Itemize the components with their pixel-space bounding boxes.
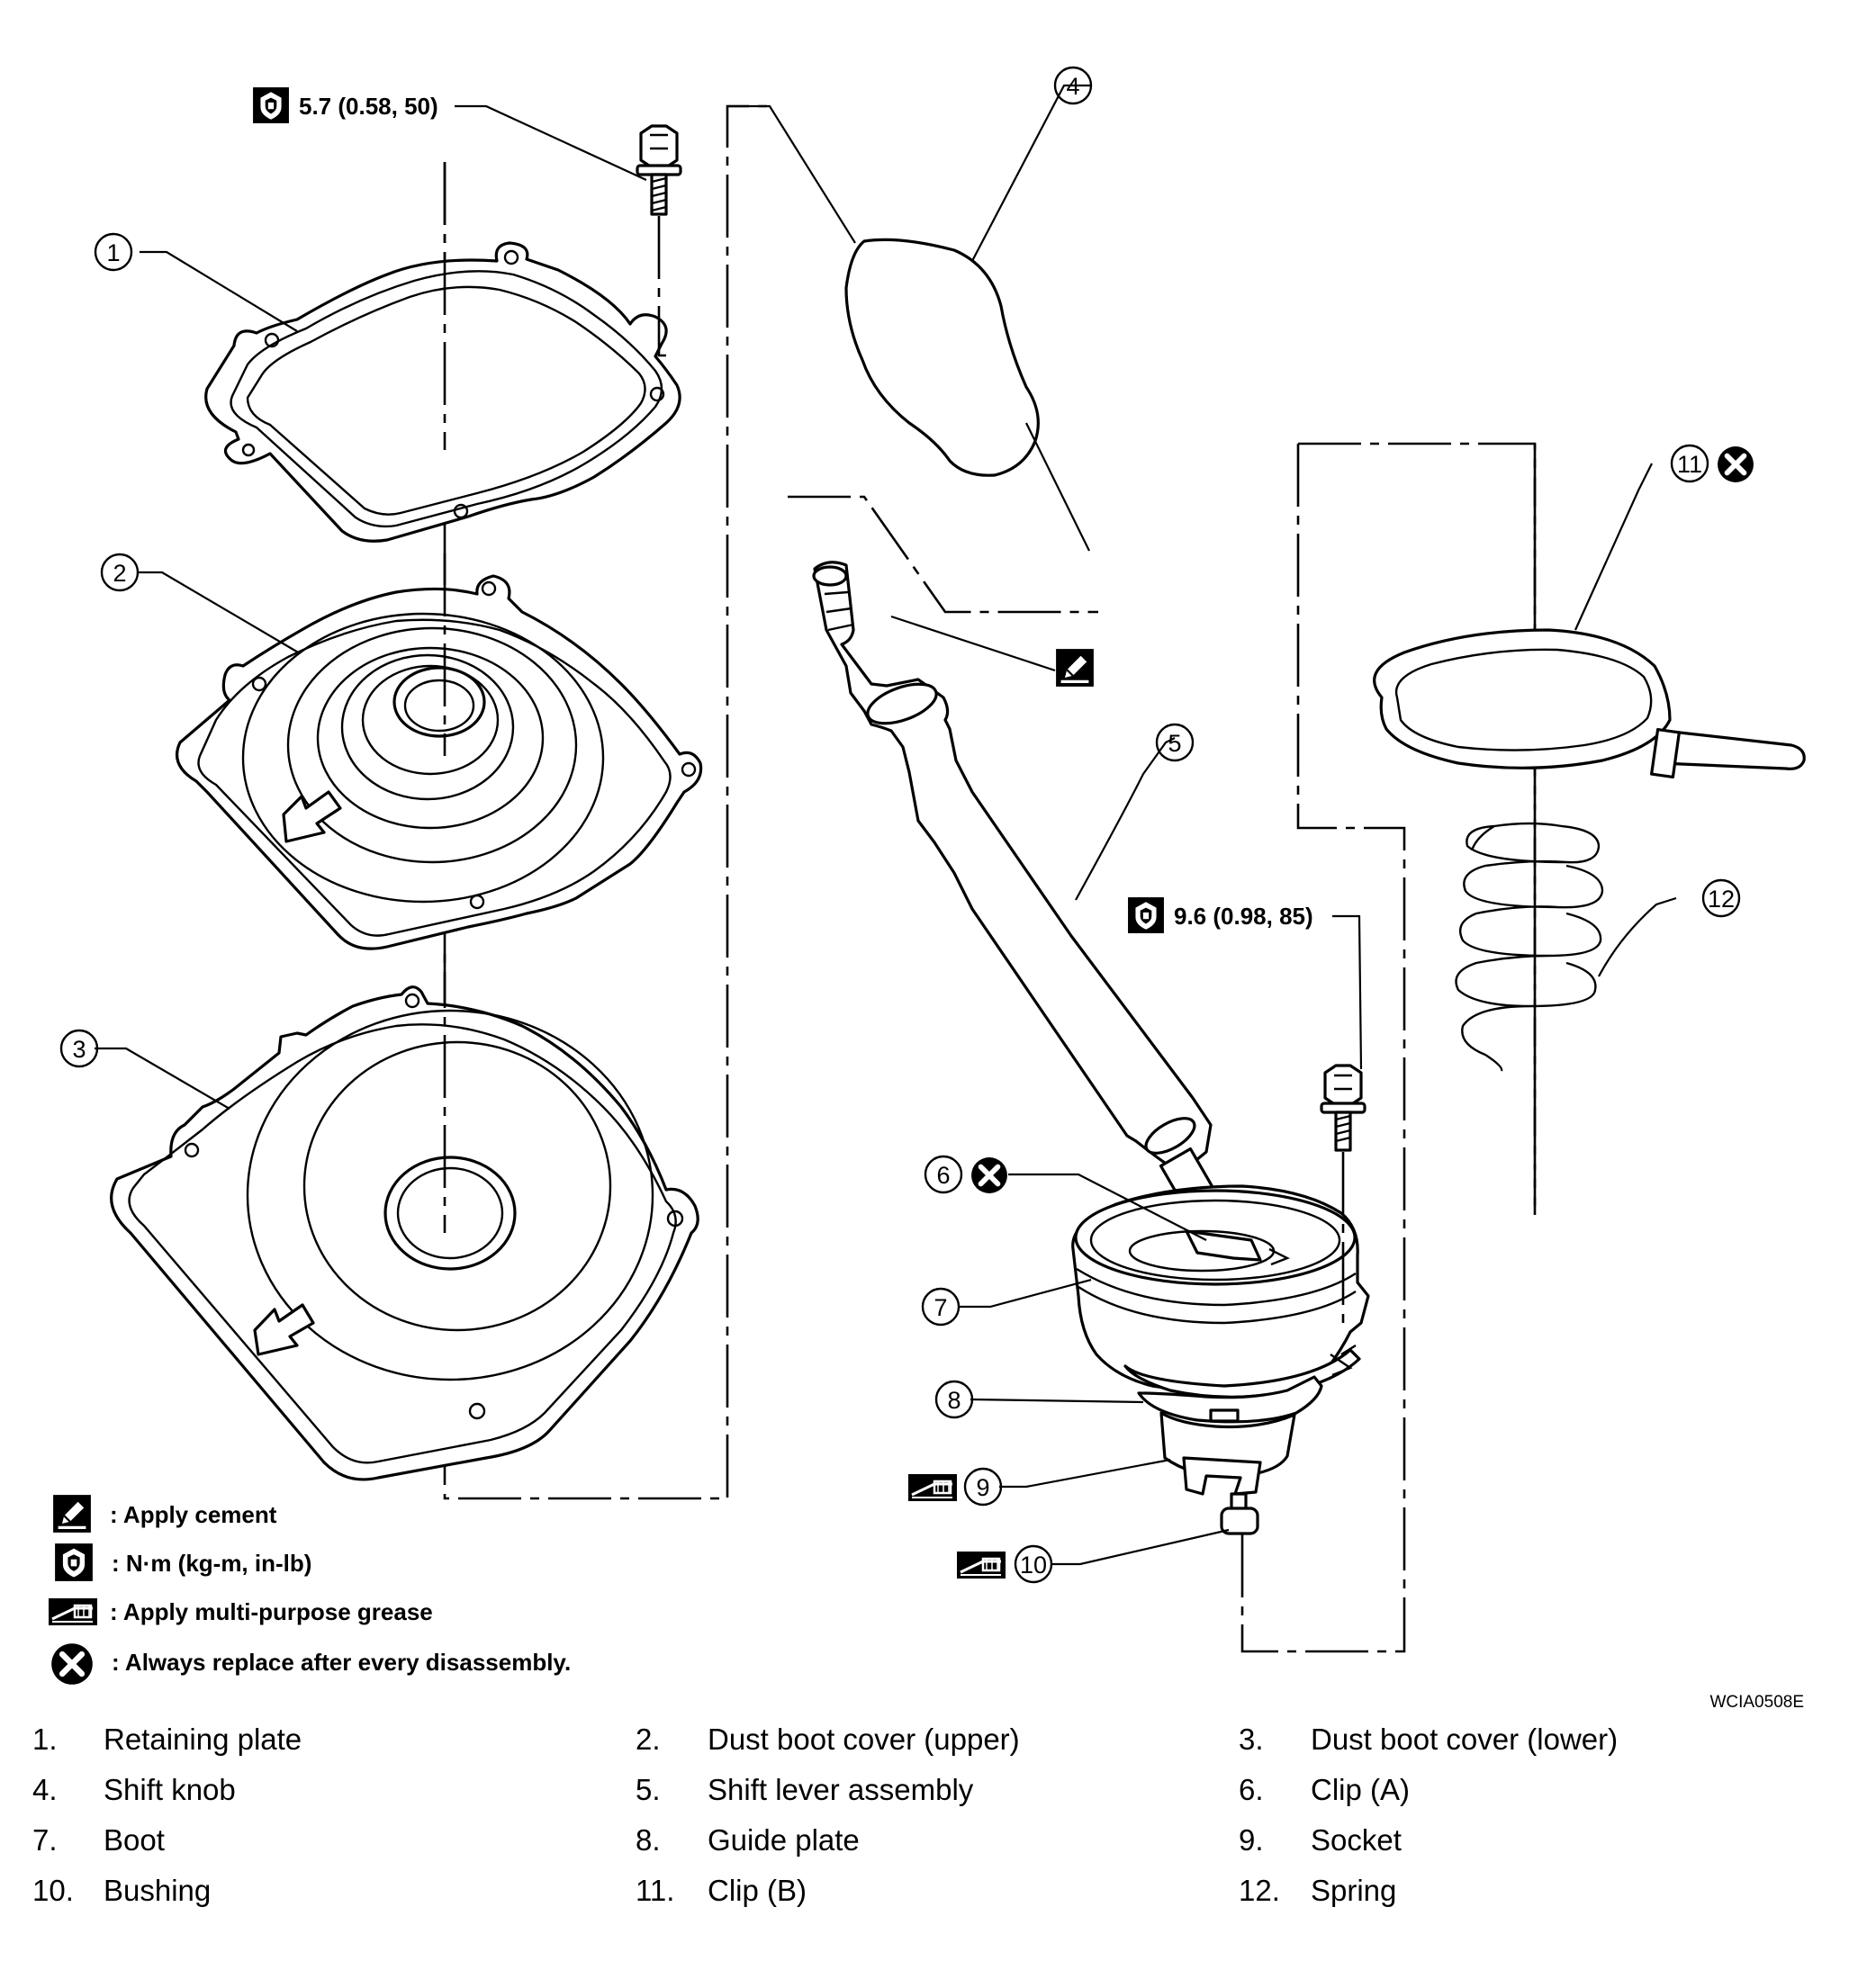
svg-text:11: 11 — [1677, 451, 1702, 478]
boot — [1071, 1184, 1370, 1394]
callout-5: 5 — [1155, 723, 1195, 762]
centerline-right — [1240, 442, 1537, 1653]
bushing — [1220, 1492, 1259, 1535]
torque-wrench-icon — [1128, 897, 1164, 933]
svg-text:6: 6 — [936, 1162, 950, 1189]
figure-code: WCIA0508E — [1709, 1693, 1804, 1712]
guide-plate — [1123, 1344, 1361, 1424]
dust-boot-cover-upper — [176, 574, 703, 950]
callout-11: 11 — [1670, 444, 1709, 483]
callout-10: 10 — [1014, 1544, 1053, 1584]
svg-text:4: 4 — [1066, 73, 1079, 100]
svg-text:1: 1 — [106, 239, 120, 266]
legend-row: 1.Retaining plate 2.Dust boot cover (upp… — [32, 1723, 1619, 1756]
shift-knob — [727, 104, 1090, 552]
key-grease: : Apply multi-purpose grease — [110, 1598, 433, 1625]
svg-text:2: 2 — [113, 560, 126, 587]
key-torque-units: : N·m (kg-m, in-lb) — [112, 1550, 311, 1577]
callout-2: 2 — [100, 553, 140, 592]
bolt-guide-plate — [1320, 1064, 1366, 1323]
torque-wrench-icon — [55, 1543, 93, 1581]
clip-b — [1373, 463, 1806, 779]
apply-cement-icon — [52, 1494, 92, 1534]
torque-spec-retaining-plate: 5.7 (0.58, 50) — [299, 93, 438, 120]
retaining-plate — [204, 241, 681, 543]
callout-3: 3 — [59, 1029, 99, 1068]
torque-wrench-icon — [253, 87, 289, 123]
svg-text:9: 9 — [976, 1474, 989, 1501]
apply-cement-icon — [1055, 648, 1095, 688]
grease-icon — [47, 1597, 99, 1626]
symbol-key: : Apply cement : N·m (kg-m, in-lb) : App… — [47, 1494, 571, 1685]
legend-row: 7.Boot 8.Guide plate 9.Socket — [32, 1823, 1402, 1857]
svg-text:8: 8 — [947, 1387, 961, 1414]
parts-legend: 1.Retaining plate 2.Dust boot cover (upp… — [0, 1714, 1849, 1930]
socket — [1159, 1411, 1296, 1496]
bolt-retaining-plate — [636, 124, 682, 357]
callout-6: 6 — [924, 1155, 963, 1194]
callout-1: 1 — [94, 232, 133, 272]
svg-text:10: 10 — [1020, 1552, 1047, 1579]
legend-row: 4.Shift knob 5.Shift lever assembly 6.Cl… — [32, 1773, 1411, 1806]
exploded-view-diagram: 5.7 (0.58, 50) — [47, 66, 1806, 1712]
key-always-replace: : Always replace after every disassembly… — [112, 1649, 571, 1676]
replace-x-icon — [51, 1643, 93, 1685]
replace-x-icon — [1718, 446, 1754, 482]
grease-icon — [907, 1473, 958, 1502]
grease-icon — [956, 1551, 1006, 1579]
spring — [1455, 822, 1677, 1072]
torque-spec-guide-plate: 9.6 (0.98, 85) — [1174, 903, 1313, 930]
callout-7: 7 — [921, 1287, 961, 1327]
svg-text:12: 12 — [1708, 886, 1735, 913]
legend-row: 10.Bushing 11.Clip (B) 12.Spring — [32, 1874, 1397, 1907]
shift-lever-assembly — [788, 495, 1240, 1225]
callout-9: 9 — [963, 1467, 1003, 1507]
svg-text:7: 7 — [934, 1294, 947, 1321]
arrow-mark-lower — [253, 1303, 315, 1356]
dust-boot-cover-lower — [110, 985, 699, 1481]
svg-text:3: 3 — [72, 1036, 86, 1063]
svg-text:5: 5 — [1168, 730, 1181, 757]
arrow-mark-upper — [282, 790, 342, 843]
callout-12: 12 — [1701, 878, 1741, 918]
callout-8: 8 — [934, 1380, 974, 1419]
callout-4: 4 — [1053, 66, 1093, 105]
replace-x-icon — [971, 1157, 1007, 1193]
key-apply-cement: : Apply cement — [110, 1501, 277, 1528]
